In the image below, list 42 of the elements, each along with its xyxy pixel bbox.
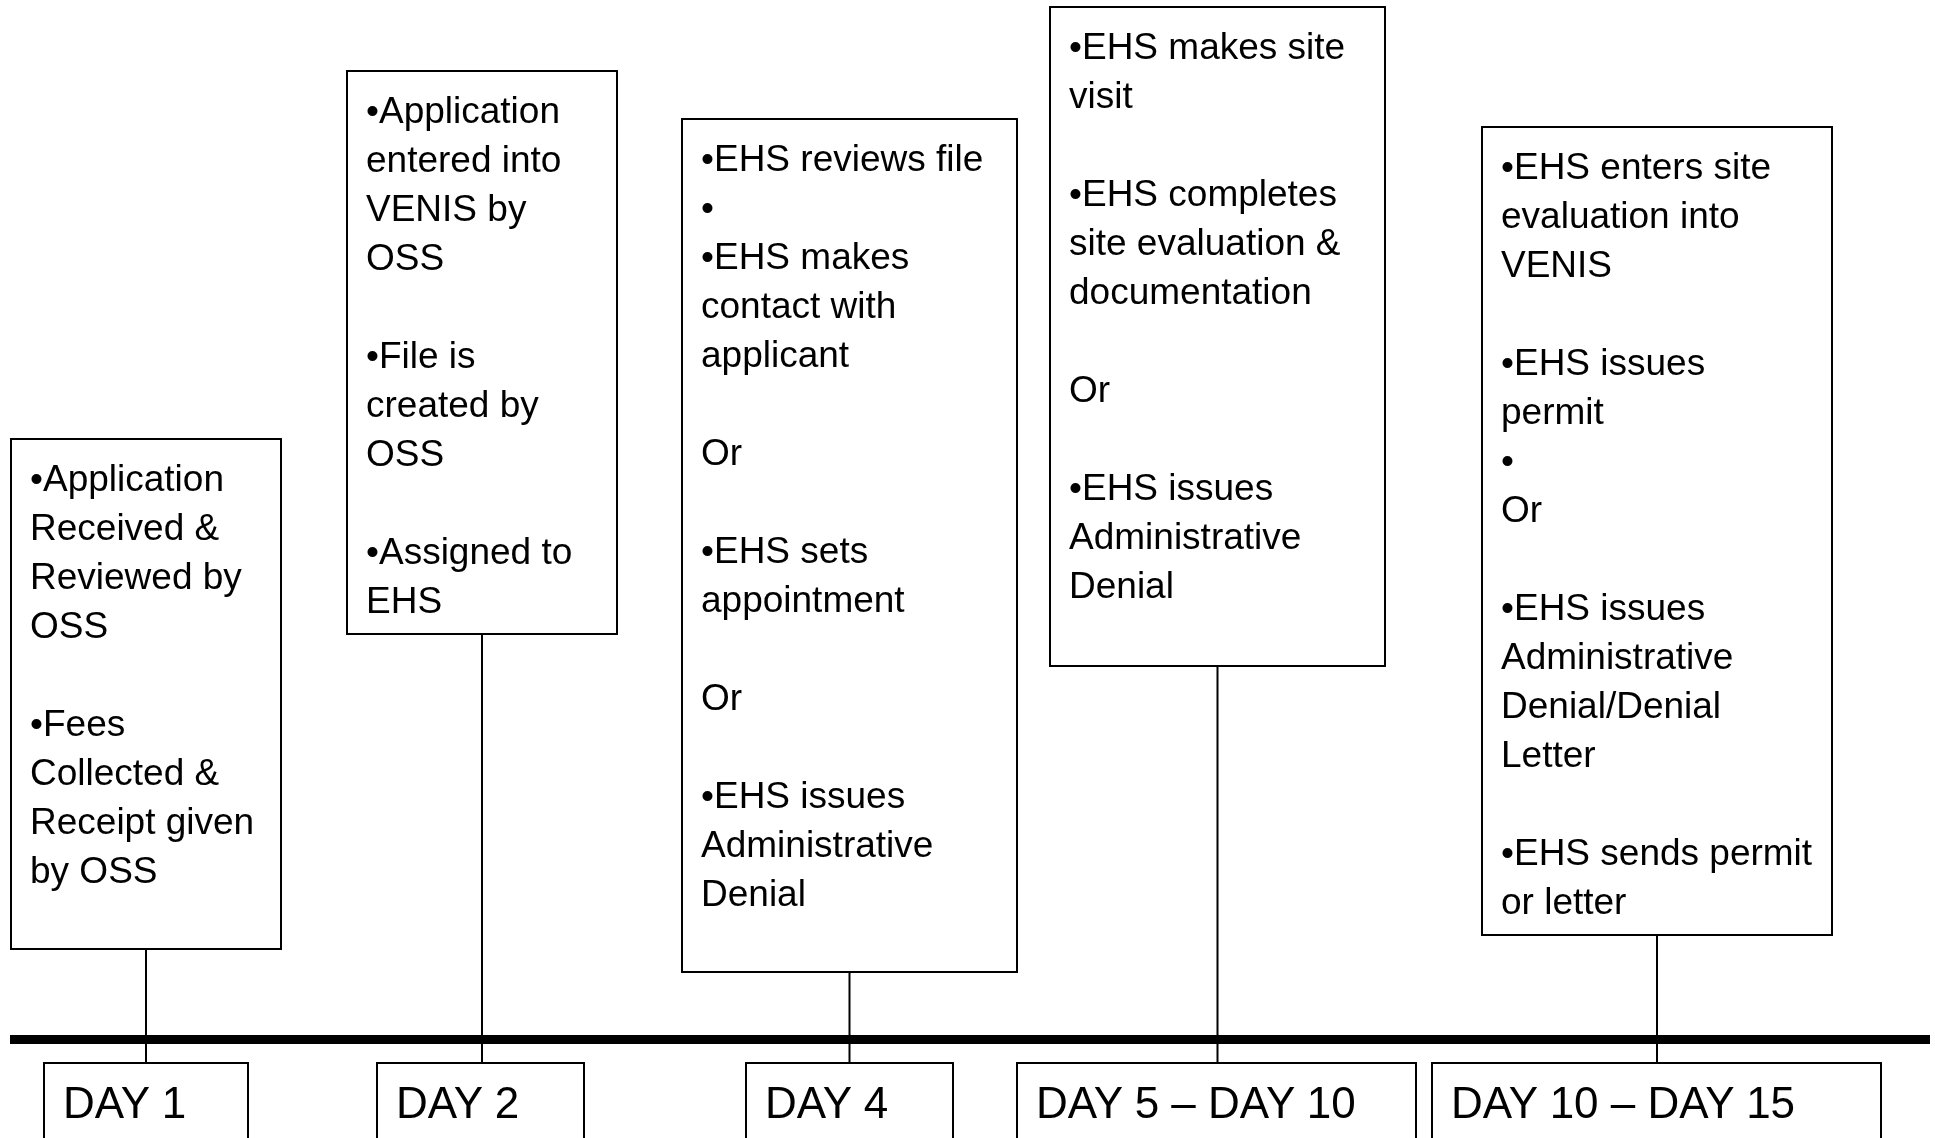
step-text: •Fees Collected & Receipt given by OSS [30, 702, 256, 893]
step-text: •EHS issues Administrative Denial [1069, 466, 1303, 608]
day-label-box [43, 1062, 249, 1138]
step-box [681, 118, 1018, 973]
step-text: Or [701, 431, 744, 475]
step-box [1481, 126, 1833, 936]
step-text: •EHS reviews file [701, 137, 985, 181]
day-label-box [1431, 1062, 1882, 1138]
step-box [10, 438, 282, 950]
connector-line [1656, 935, 1658, 1063]
step-text: Or [1069, 368, 1112, 412]
step-text: •EHS completes site evaluation & documentation [1069, 172, 1342, 314]
connector-line [1216, 666, 1219, 1063]
step-text: •EHS issues Administrative Denial/Denial Letter [1501, 586, 1735, 777]
step-text: Or [701, 676, 744, 720]
connector-line [848, 972, 851, 1063]
connector-line [481, 634, 483, 1063]
step-text: Or [1501, 488, 1544, 532]
step-text: • [1501, 439, 1515, 483]
day-label-box [376, 1062, 585, 1138]
step-text: •Application Received & Reviewed by OSS [30, 457, 243, 648]
step-text: •EHS makes site visit [1069, 25, 1347, 118]
day-label: DAY 2 [396, 1078, 520, 1127]
step-text: •EHS enters site evaluation into VENIS [1501, 145, 1772, 287]
step-text: •EHS sends permit or letter [1501, 831, 1813, 924]
step-text: • [701, 186, 715, 230]
step-text: •EHS makes contact with applicant [701, 235, 911, 377]
step-text: •EHS issues permit [1501, 341, 1707, 434]
day-label-box [745, 1062, 954, 1138]
step-text: •EHS issues Administrative Denial [701, 774, 935, 916]
step-text: •File is created by OSS [366, 334, 540, 476]
step-box [346, 70, 618, 635]
day-label: DAY 4 [765, 1078, 889, 1127]
step-box [1049, 6, 1386, 667]
day-label: DAY 1 [63, 1078, 187, 1127]
step-text: •EHS sets appointment [701, 529, 906, 622]
connector-line [145, 949, 147, 1063]
step-text: •Assigned to EHS [366, 530, 574, 623]
day-label-box [1016, 1062, 1417, 1138]
day-label: DAY 10 – DAY 15 [1451, 1078, 1796, 1127]
day-label: DAY 5 – DAY 10 [1036, 1078, 1356, 1127]
step-text: •Application entered into VENIS by OSS [366, 89, 563, 280]
